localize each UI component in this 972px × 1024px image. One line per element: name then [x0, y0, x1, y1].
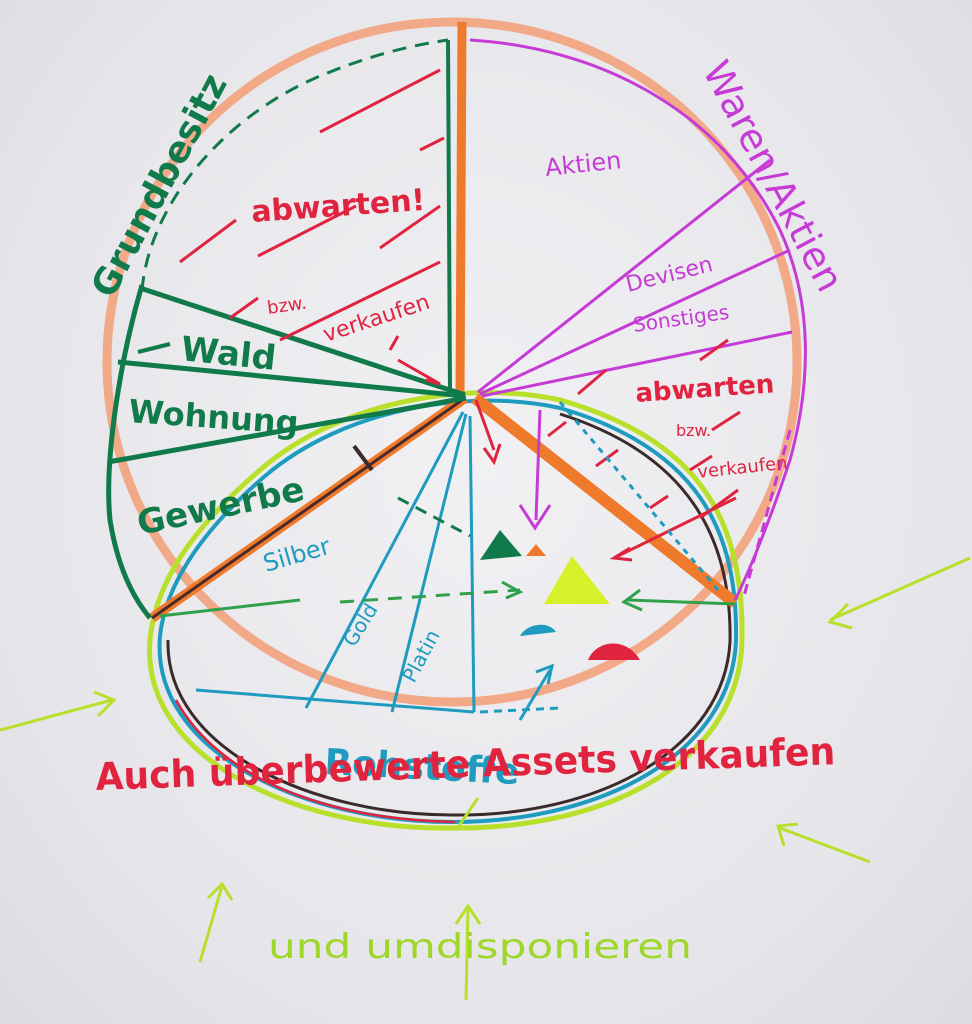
grundbesitz-hatching — [179, 68, 445, 386]
orange-pile-icon — [526, 544, 546, 556]
waren-aktien-heading: Waren/Aktien — [694, 54, 852, 299]
grundbesitz-note-main: abwarten! — [250, 183, 426, 230]
waren-aktien-sector — [469, 38, 807, 601]
grundbesitz-item-wald: Wald — [179, 329, 278, 379]
waren-aktien-item-sonstiges: Sonstiges — [631, 300, 730, 337]
grundbesitz-heading: Grundbesitz — [84, 67, 236, 304]
cyan-pile-icon — [520, 624, 556, 636]
transfer-arrows — [159, 496, 736, 618]
outer-circle — [102, 17, 802, 707]
rohstoffe-item-platin: Platin — [397, 626, 444, 687]
green-pile-icon — [480, 530, 522, 560]
waren-aktien-item-aktien: Aktien — [544, 146, 623, 182]
rohstoffe-heading: Rohstoffe — [324, 742, 521, 793]
yellow-pile-icon — [544, 556, 610, 604]
waren-aktien-note-or: bzw. — [676, 421, 711, 440]
grundbesitz-item-wohnung: Wohnung — [127, 392, 299, 442]
asset-piles — [480, 530, 640, 660]
footer-line-2: und umdisponieren — [268, 927, 692, 967]
lime-arrows — [0, 556, 971, 1001]
red-pile-icon — [588, 643, 640, 660]
waren-aktien-note-main: abwarten — [634, 369, 775, 409]
center-point — [149, 21, 739, 623]
rohstoffe-sector — [195, 401, 720, 721]
grundbesitz-note-sell: verkaufen — [320, 290, 433, 348]
grundbesitz-sector — [106, 38, 467, 620]
waren-aktien-hatching — [474, 338, 741, 562]
rohstoffe-item-gold: Gold — [338, 599, 383, 651]
grundbesitz-note-or: bzw. — [266, 293, 308, 319]
rohstoffe-ellipse — [147, 390, 745, 831]
